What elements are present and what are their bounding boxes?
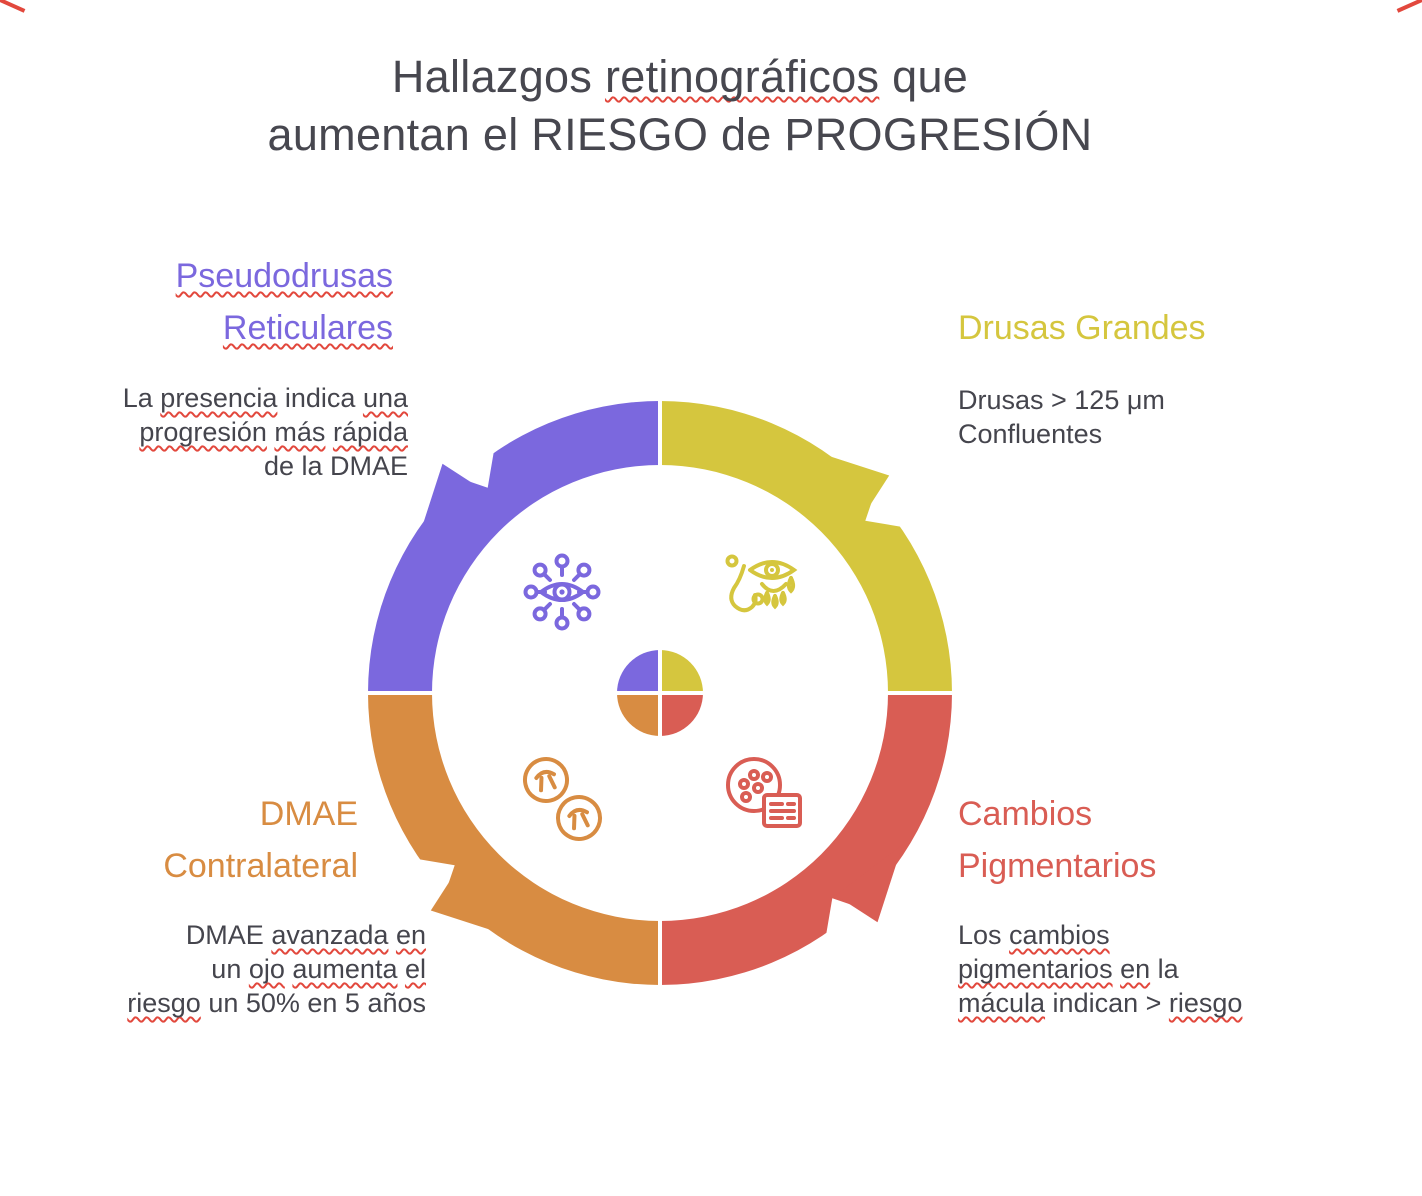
corner-mark-right bbox=[1396, 0, 1422, 13]
description-drusas-grandes[interactable]: Drusas > 125 μm Confluentes bbox=[958, 383, 1165, 451]
page-title[interactable]: Hallazgos retinográficos que aumentan el… bbox=[0, 48, 1360, 164]
wheel-ring bbox=[368, 401, 952, 985]
wheel-segment-pseudodrusas-reticulares[interactable] bbox=[368, 401, 660, 693]
heading-drusas-grandes[interactable]: Drusas Grandes bbox=[958, 302, 1206, 354]
wheel-center-pie[interactable] bbox=[617, 650, 703, 736]
wheel-segment-drusas-grandes[interactable] bbox=[660, 401, 952, 693]
heading-line: Reticulares bbox=[222, 309, 393, 347]
description-dmae-contralateral[interactable]: DMAE avanzada en un ojo aumenta el riesg… bbox=[127, 918, 426, 1020]
description-cambios-pigmentarios[interactable]: Los cambios pigmentarios en la mácula in… bbox=[958, 918, 1242, 1020]
heading-line: Drusas Grandes bbox=[958, 309, 1206, 347]
heading-cambios-pigmentarios[interactable]: Cambios Pigmentarios bbox=[958, 788, 1156, 892]
description-line: riesgo un 50% en 5 años bbox=[127, 988, 426, 1018]
page-title-line-2: aumentan el RIESGO de PROGRESIÓN bbox=[267, 109, 1093, 160]
description-line: progresión más rápida bbox=[139, 417, 408, 447]
heading-dmae-contralateral[interactable]: DMAE Contralateral bbox=[163, 788, 358, 892]
description-line: de la DMAE bbox=[263, 451, 408, 481]
description-line: Drusas > 125 μm bbox=[958, 385, 1165, 415]
description-line: La presencia indica una bbox=[122, 383, 408, 413]
pie-slice-purple bbox=[617, 650, 660, 693]
progression-wheel bbox=[358, 391, 962, 995]
description-line: un ojo aumenta el bbox=[211, 954, 426, 984]
wheel-segment-dmae-contralateral[interactable] bbox=[368, 693, 660, 985]
corner-mark-left bbox=[0, 0, 26, 13]
description-pseudodrusas-reticulares[interactable]: La presencia indica una progresión más r… bbox=[123, 381, 408, 483]
arrow-notch-sw bbox=[414, 858, 509, 936]
heading-line: Contralateral bbox=[163, 847, 358, 885]
arrow-notch-nw bbox=[417, 447, 495, 542]
description-line: pigmentarios en la bbox=[958, 954, 1179, 984]
page-title-line-1: Hallazgos retinográficos que bbox=[391, 51, 969, 102]
heading-line: DMAE bbox=[259, 795, 358, 833]
heading-line: Pigmentarios bbox=[958, 847, 1157, 885]
description-line: DMAE avanzada en bbox=[185, 920, 426, 950]
eye-network-icon[interactable] bbox=[523, 553, 601, 631]
description-line: mácula indican > riesgo bbox=[958, 988, 1243, 1018]
description-line: Confluentes bbox=[958, 419, 1103, 449]
drusen-cells-icon[interactable] bbox=[521, 755, 604, 843]
heading-pseudodrusas-reticulares[interactable]: Pseudodrusas Reticulares bbox=[176, 250, 393, 354]
pie-slice-orange bbox=[617, 693, 660, 736]
arrow-notch-ne bbox=[811, 450, 906, 528]
pigment-palette-icon[interactable] bbox=[726, 757, 802, 828]
pie-slice-yellow bbox=[660, 650, 703, 693]
eye-drusen-drops-icon[interactable] bbox=[725, 554, 798, 613]
wheel-segment-cambios-pigmentarios[interactable] bbox=[660, 693, 952, 985]
heading-line: Pseudodrusas bbox=[175, 257, 393, 295]
heading-line: Cambios bbox=[958, 795, 1093, 833]
pie-slice-red bbox=[660, 693, 703, 736]
description-line: Los cambios bbox=[958, 920, 1110, 950]
arrow-notch-se bbox=[825, 844, 903, 939]
wheel-gap-horizontal bbox=[358, 691, 962, 695]
